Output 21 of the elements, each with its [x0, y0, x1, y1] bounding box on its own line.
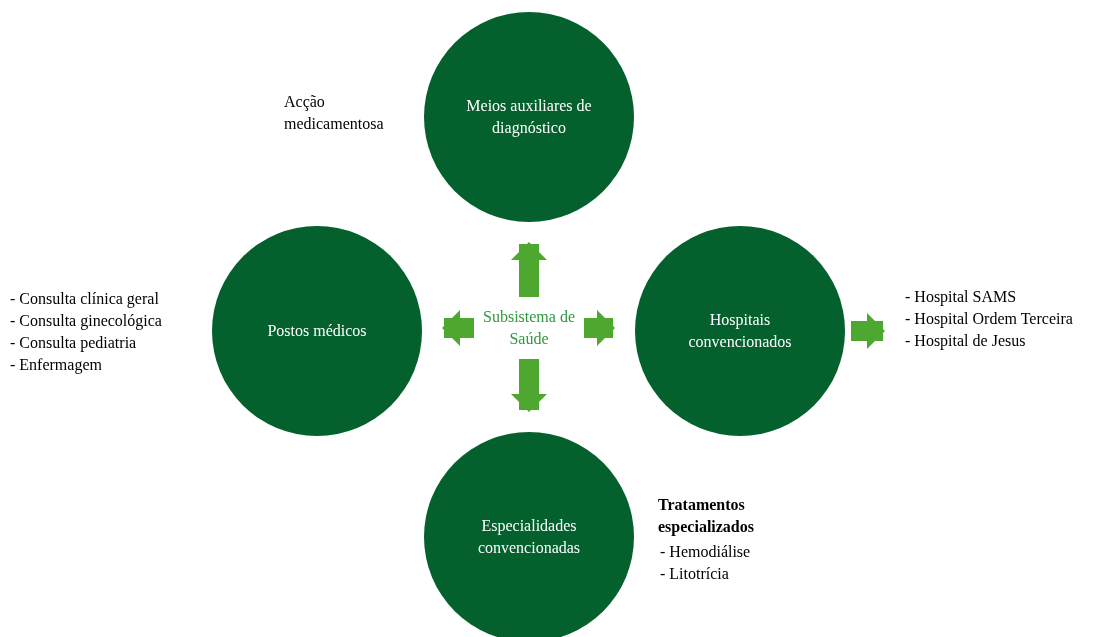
- list-item: - Consulta pediatria: [10, 333, 137, 354]
- list-item: - Hemodiálise: [660, 542, 751, 562]
- block-arrow: [511, 359, 547, 412]
- list-item: - Enfermagem: [10, 355, 102, 376]
- list-item: - Hospital Ordem Terceira: [905, 308, 1074, 330]
- block-arrow: [511, 242, 547, 297]
- circle-label: Postos médicos: [267, 321, 367, 342]
- center-label: Subsistema de Saúde: [482, 307, 576, 349]
- block-arrow: [851, 313, 885, 349]
- circle-label: Especialidades convencionadas: [476, 516, 582, 558]
- list-item: - Hospital de Jesus: [905, 330, 1027, 352]
- list-item: - Hospital SAMS: [905, 287, 1018, 308]
- block-arrow: [584, 310, 615, 346]
- list-item: - Consulta clínica geral: [10, 289, 159, 310]
- list-item: - Litotrícia: [660, 564, 729, 584]
- circle-label: Hospitais convencionados: [687, 310, 793, 352]
- list-item: - Consulta ginecológica: [10, 311, 162, 332]
- note-text: Acção medicamentosa: [284, 92, 385, 134]
- circle-label: Meios auxiliares de diagnóstico: [465, 96, 593, 139]
- block-arrow: [442, 310, 474, 346]
- list-heading: Tratamentos especializados: [658, 495, 755, 538]
